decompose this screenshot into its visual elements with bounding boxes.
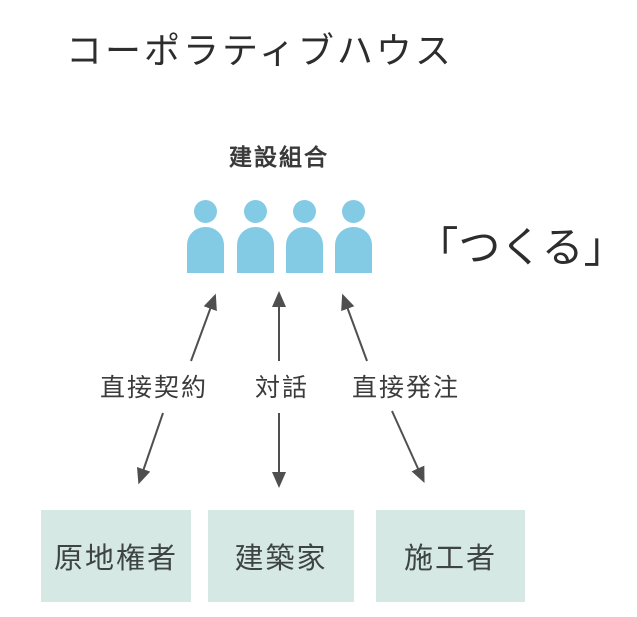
arrow-down-right: [391, 410, 425, 484]
stakeholder-box-architect: 建築家: [208, 510, 354, 602]
stakeholder-box-builder: 施工者: [376, 510, 525, 602]
stakeholder-label: 建築家: [234, 543, 328, 575]
arrow-up-right: [341, 293, 368, 362]
person-body: [237, 227, 274, 273]
person-head: [194, 200, 217, 223]
relation-label-direct-contract: 直接契約: [99, 374, 209, 402]
relation-label-dialogue: 対話: [254, 374, 310, 402]
union-members-group: [187, 200, 373, 273]
person-icon: [187, 200, 224, 273]
page-title: コーポラティブハウス: [66, 30, 454, 71]
stakeholder-label: 施工者: [403, 543, 497, 575]
person-icon: [237, 200, 274, 273]
person-icon: [335, 200, 372, 273]
arrow-up-left: [190, 293, 217, 362]
person-body: [187, 227, 224, 273]
person-body: [335, 227, 372, 273]
stakeholder-box-landowner: 原地権者: [41, 510, 191, 602]
person-head: [244, 200, 267, 223]
person-head: [293, 200, 316, 223]
arrow-down-left: [137, 412, 164, 485]
person-head: [342, 200, 365, 223]
action-text: 「つくる」: [416, 224, 626, 271]
stakeholder-label: 原地権者: [53, 543, 178, 575]
person-body: [286, 227, 323, 273]
person-icon: [286, 200, 323, 273]
union-label: 建設組合: [229, 144, 329, 170]
relation-label-direct-order: 直接発注: [351, 374, 461, 402]
